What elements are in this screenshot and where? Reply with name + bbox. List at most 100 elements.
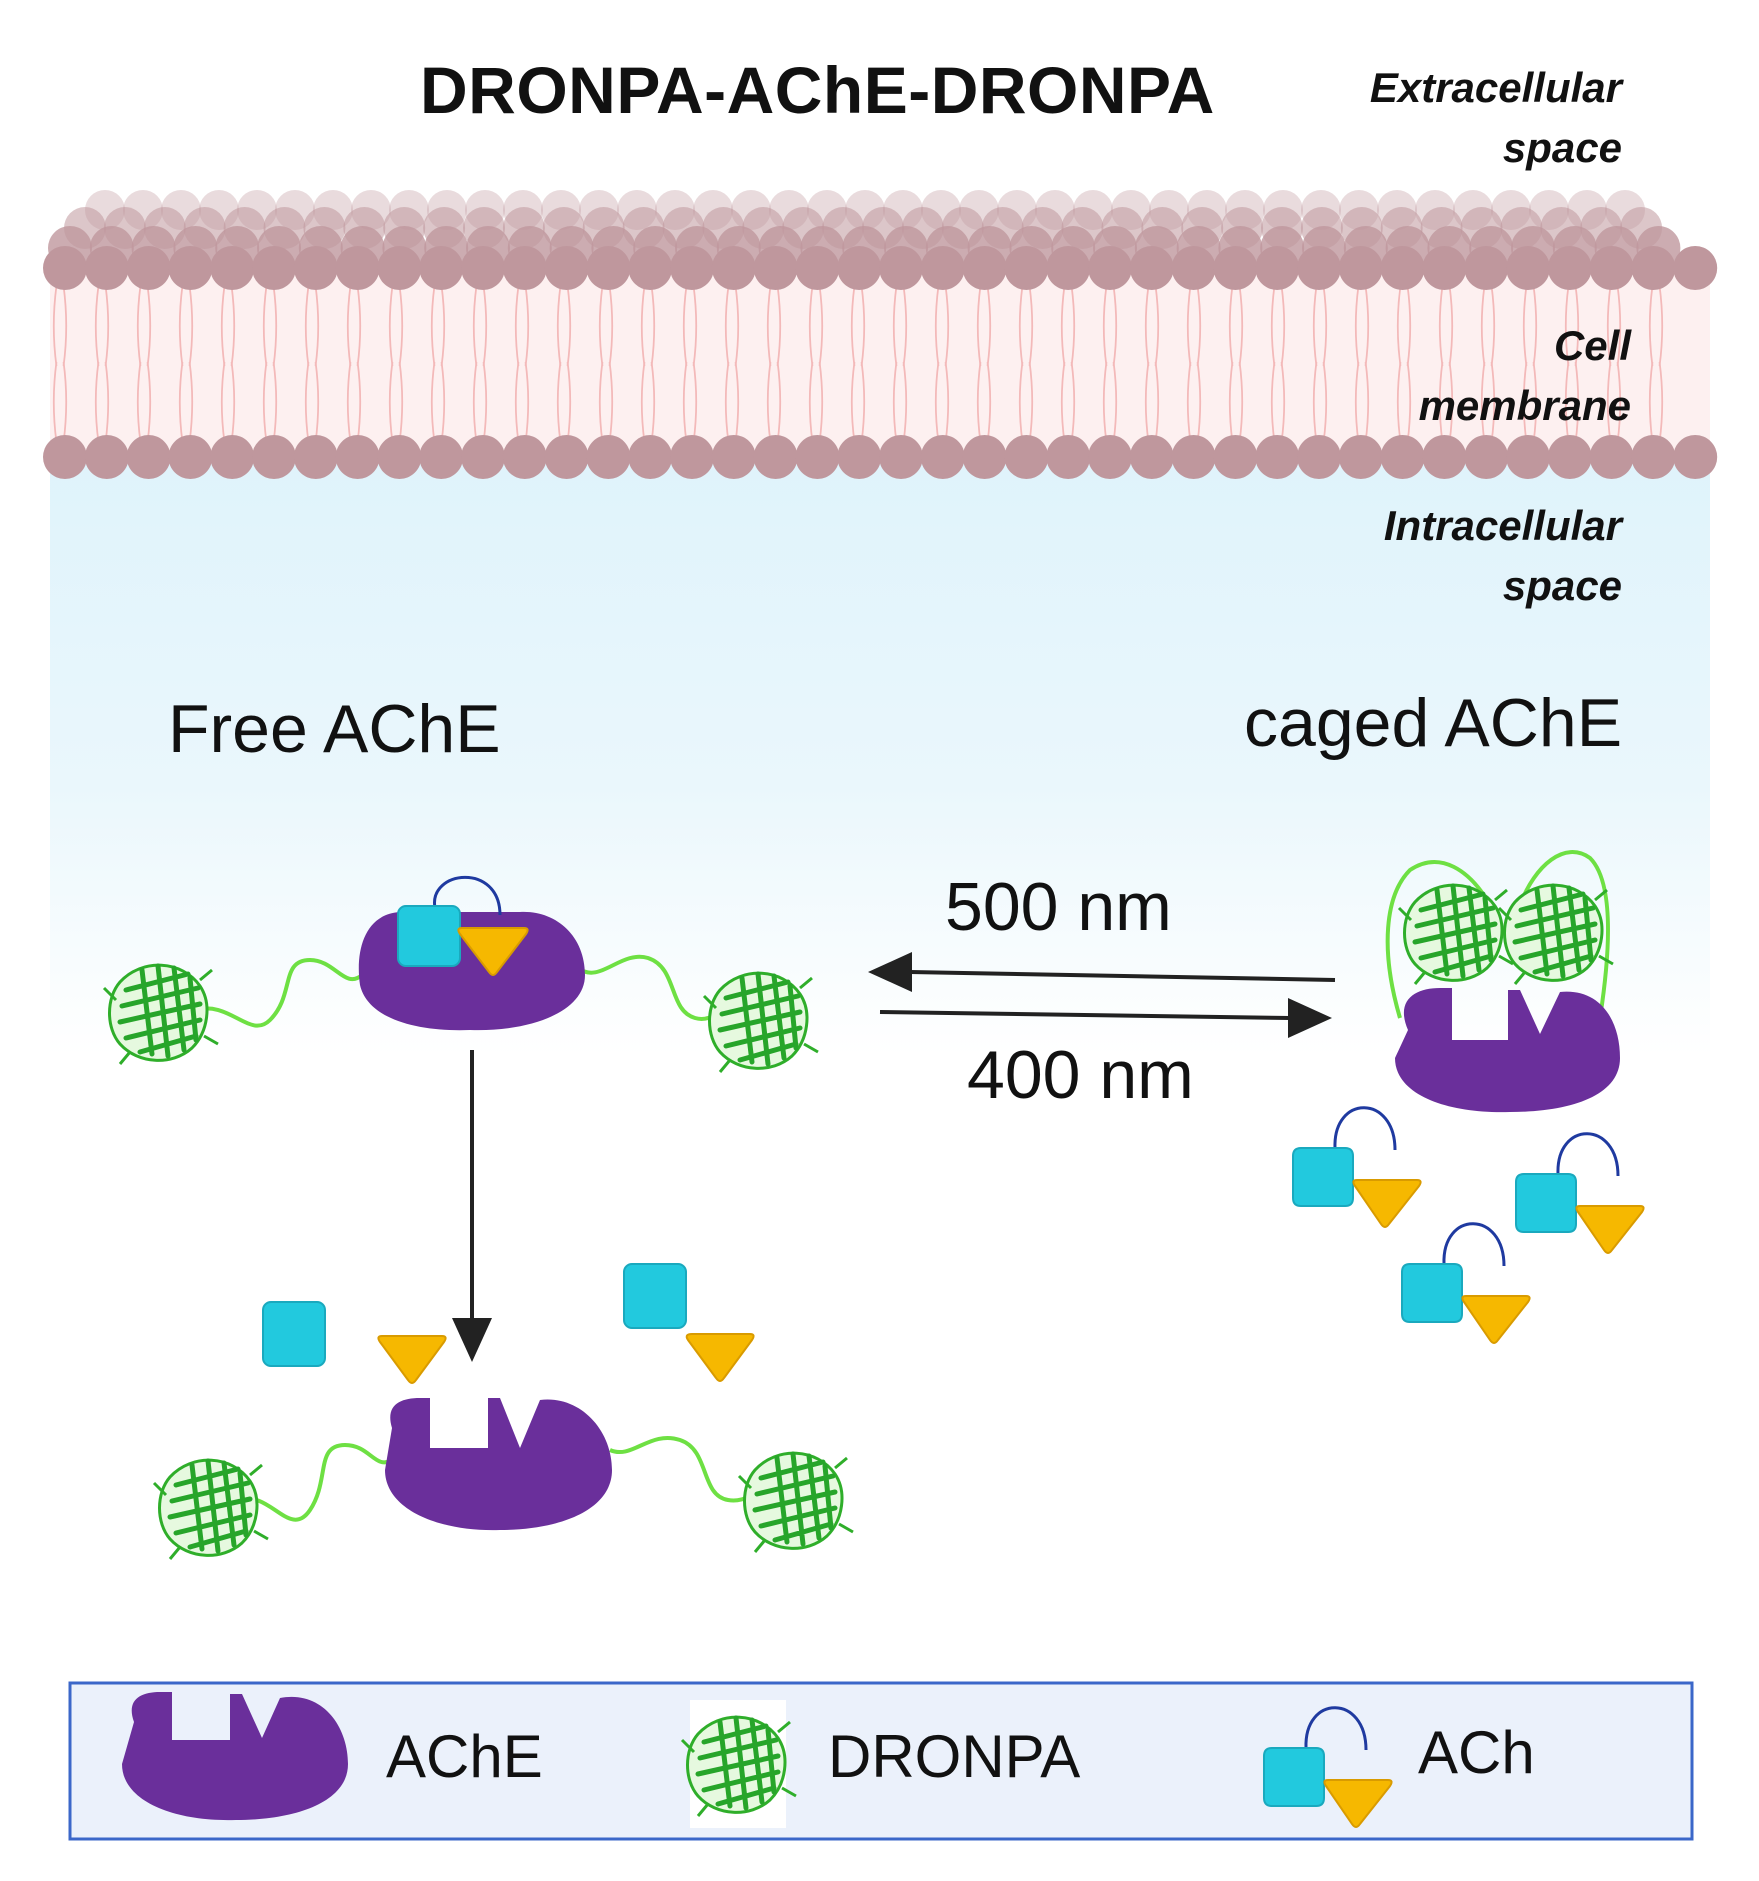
intracellular-line1: Intracellular — [1383, 502, 1622, 549]
lipid-head — [1547, 435, 1592, 479]
lipid-head — [1464, 435, 1509, 479]
intracellular-line2: space — [1502, 562, 1622, 609]
lipid-head — [1255, 435, 1300, 479]
lipid-head — [293, 246, 338, 290]
legend-dronpa-label: DRONPA — [828, 1723, 1081, 1790]
lipid-head — [1589, 435, 1634, 479]
lipid-head — [1046, 246, 1091, 290]
lipid-head — [1673, 435, 1718, 479]
lipid-head — [586, 246, 631, 290]
lipid-head — [461, 435, 505, 479]
lipid-head — [670, 246, 714, 290]
lipid-head — [1088, 246, 1132, 290]
acetate-product-left — [377, 1335, 447, 1384]
ach-released-2 — [1514, 1132, 1646, 1255]
lipid-head — [252, 435, 296, 479]
lipid-head — [1129, 246, 1174, 290]
membrane-core — [50, 268, 1710, 458]
free-ache-label: Free AChE — [168, 691, 501, 767]
lipid-head — [1422, 435, 1467, 479]
lipid-head — [126, 246, 171, 290]
lipid-head — [1380, 435, 1425, 479]
lipid-head — [753, 246, 798, 290]
lipid-head — [335, 246, 380, 290]
caged-ache-complex — [1385, 850, 1620, 1113]
lipid-heads — [43, 190, 1718, 479]
lipid-head — [1088, 435, 1132, 479]
free-ache-complex — [104, 876, 818, 1072]
lipid-head — [252, 246, 296, 290]
lipid-head — [586, 435, 631, 479]
ach-released-3 — [1400, 1222, 1532, 1345]
lipid-head — [1589, 246, 1634, 290]
lipid-head — [1380, 246, 1425, 290]
acetate-product-right — [685, 1333, 755, 1382]
lipid-head — [1422, 246, 1467, 290]
lipid-head — [1129, 435, 1174, 479]
lipid-head — [1631, 246, 1676, 290]
lipid-head — [1297, 435, 1341, 479]
lipid-head — [628, 435, 673, 479]
free-ache-empty — [154, 1398, 853, 1559]
lipid-head — [711, 435, 756, 479]
legend-ache-label: AChE — [386, 1723, 543, 1790]
lipid-head — [1004, 246, 1049, 290]
lipid-head — [837, 435, 882, 479]
membrane-line2: membrane — [1418, 382, 1631, 429]
membrane-line1: Cell — [1553, 322, 1631, 369]
lipid-head — [461, 246, 505, 290]
lipid-head — [1464, 246, 1509, 290]
lipid-head — [43, 435, 87, 479]
lipid-head — [210, 246, 255, 290]
lipid-head — [1631, 435, 1676, 479]
lipid-head — [544, 435, 589, 479]
lipid-head — [1171, 246, 1216, 290]
lipid-head — [1506, 435, 1550, 479]
lipid-head — [1547, 246, 1592, 290]
extracellular-line1: Extracellular — [1369, 64, 1622, 111]
lipid-head — [795, 246, 840, 290]
lipid-head — [879, 246, 923, 290]
lipid-head — [1297, 246, 1341, 290]
lipid-head — [419, 435, 464, 479]
lipid-head — [1213, 246, 1258, 290]
choline-product-right — [623, 1263, 687, 1329]
lipid-head — [962, 246, 1007, 290]
lipid-head — [1338, 246, 1383, 290]
extracellular-label: Extracellular space — [1370, 58, 1622, 178]
lipid-head — [795, 435, 840, 479]
wavelength-400-label: 400 nm — [967, 1037, 1194, 1113]
lipid-head — [377, 246, 422, 290]
lipid-head — [628, 246, 673, 290]
choline-product-left — [262, 1301, 326, 1367]
lipid-head — [502, 435, 547, 479]
lipid-head — [753, 435, 798, 479]
legend-ach-label: ACh — [1418, 1719, 1535, 1786]
lipid-head — [126, 435, 171, 479]
intracellular-label: Intracellular space — [1384, 496, 1622, 616]
lipid-head — [84, 435, 129, 479]
extracellular-line2: space — [1502, 124, 1622, 171]
lipid-head — [1673, 246, 1718, 290]
lipid-head — [210, 435, 255, 479]
lipid-head — [1213, 435, 1258, 479]
lipid-head — [879, 435, 923, 479]
diagram-title: DRONPA-AChE-DRONPA — [420, 53, 1215, 127]
membrane-label: Cell membrane — [1419, 316, 1631, 436]
lipid-head — [1004, 435, 1049, 479]
lipid-head — [335, 435, 380, 479]
lipid-head — [84, 246, 129, 290]
equilibrium-arrows — [868, 952, 1336, 1038]
lipid-head — [920, 246, 965, 290]
lipid-head — [168, 246, 213, 290]
lipid-head — [1506, 246, 1550, 290]
lipid-head — [502, 246, 547, 290]
lipid-head — [962, 435, 1007, 479]
lipid-head — [711, 246, 756, 290]
lipid-head — [837, 246, 882, 290]
hydrolysis-arrow — [452, 1050, 492, 1362]
wavelength-500-label: 500 nm — [945, 869, 1172, 945]
ach-released-1 — [1291, 1106, 1423, 1229]
